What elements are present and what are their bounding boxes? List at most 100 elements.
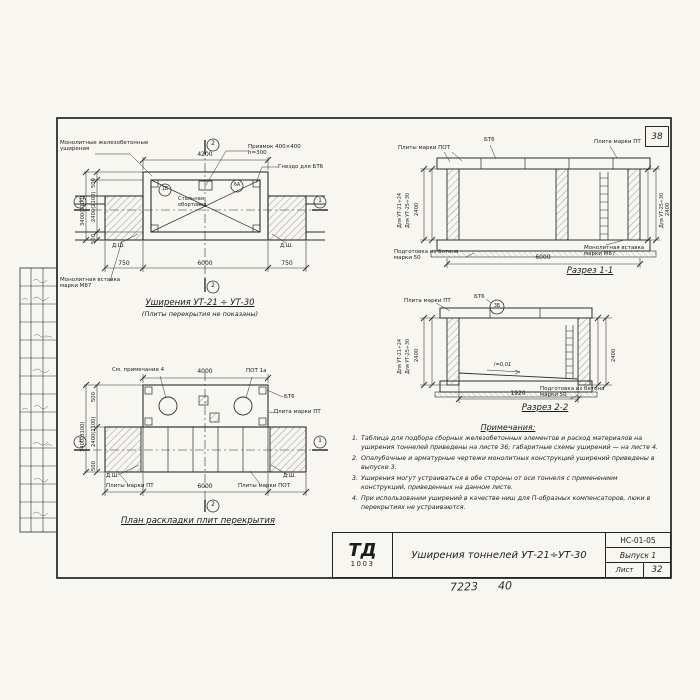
plan-title: Уширения УТ-21 ÷ УТ-30 [145, 298, 255, 308]
concrete-prep [430, 250, 657, 258]
slab-label: Плиты марки ПОТ [398, 145, 451, 151]
plan-socket-label: Гнездо для БТ6 [278, 164, 324, 170]
doc-number: НС-01-05 [606, 533, 670, 548]
hatch-square [198, 395, 209, 406]
note-number: 4. [352, 495, 359, 502]
prep-note: Подготовка из бетона марки 50 [394, 249, 459, 262]
dim-label: 6000 [535, 254, 551, 261]
tunnel-wall-hatch [267, 195, 307, 241]
section-mark [73, 195, 87, 209]
section-mark [206, 280, 220, 294]
dim-label: 2400 [665, 202, 671, 216]
slab-label: Плиты марки ПОТ [238, 483, 291, 489]
signature-scribbles [21, 278, 53, 516]
sheet-word: Лист [606, 563, 644, 577]
note-text: При использовании уширений в качестве ни… [361, 495, 651, 511]
sheet-number-top: 38 [651, 131, 663, 142]
signature-strip [19, 267, 58, 533]
plan-pit-label: Приямок 400×400 h=300 [248, 144, 301, 157]
joint-label: Д.Ш. [112, 243, 125, 249]
concrete-prep [434, 391, 598, 398]
prep-note: Подготовка из бетона марки 50 [540, 386, 605, 399]
detail-mark-label: 6А [233, 183, 241, 188]
section-mark-label: 1 [78, 437, 82, 444]
section-title: Разрез 1-1 [566, 266, 614, 276]
wall-hatch [446, 317, 460, 386]
note-text: Уширения могут устраиваться в обе сторон… [361, 475, 618, 491]
slab-label: Плита марки ПТ [594, 139, 641, 145]
handwritten-number: 40 [497, 579, 513, 593]
bt6-label: БТ6 [474, 294, 485, 300]
dim-label: 750 [281, 260, 293, 267]
dim-label: 4200 [197, 151, 213, 158]
drawing-title: Уширения тоннелей УТ-21÷УТ-30 [393, 533, 606, 577]
wall-hatch [446, 168, 460, 241]
see-note-label: См. примечание 4 [112, 367, 165, 373]
dim-label: 2400 [611, 348, 617, 362]
joint-label: Д.Ш. [106, 473, 119, 479]
note-item: 1.Таблица для подбора сборных железобето… [352, 435, 664, 452]
sloped-floor [458, 372, 579, 380]
section-mark-label: 1 [318, 197, 322, 204]
type-range-label: Для УТ-25÷30 [406, 338, 411, 374]
type-range-label: Для УТ-21÷24 [398, 192, 403, 228]
note-item: 4.При использовании уширений в качестве … [352, 495, 664, 512]
dim-label: 2400(2100) [91, 191, 97, 222]
note-number: 3. [352, 475, 359, 482]
plan-note-insert: Монолитная вставка марки М87 [60, 277, 121, 290]
notes-list: 1.Таблица для подбора сборных железобето… [352, 435, 664, 512]
insert-note: Монолитная вставка марки М87 [584, 245, 645, 258]
slope-label: i=0,01 [494, 362, 512, 368]
dim-label: 750 [118, 260, 130, 267]
detail-mark [158, 183, 172, 197]
section-1-1 [420, 144, 660, 268]
bt6-label: БТ6 [284, 394, 295, 400]
note-number: 1. [352, 435, 359, 442]
section-mark-label: 2 [211, 282, 215, 289]
dim-label: 2400 [414, 202, 420, 216]
dim-label: 4000 [197, 368, 213, 375]
dim-label: 500 [91, 178, 97, 188]
joint-label: Д.Ш. [280, 243, 293, 249]
slab-label: Плита марки ПТ [274, 409, 321, 415]
type-range-label: Для УТ-21÷24 [398, 338, 403, 374]
title-block-right: НС-01-05 Выпуск 1 Лист 32 [606, 533, 670, 577]
logo-text: ТД [348, 540, 377, 561]
type-range-label: Для УТ-25÷30 [406, 192, 411, 228]
pit-plan [198, 180, 213, 191]
section-mark [313, 435, 327, 449]
wall-hatch [577, 317, 591, 386]
wall-hatch [627, 168, 641, 241]
note-number: 2. [352, 455, 359, 462]
notes-block: Примечания: 1.Таблица для подбора сборны… [352, 423, 664, 515]
org-logo: ТД 1003 [333, 533, 393, 577]
handwritten-marks: 7223 40 [450, 579, 512, 594]
detail-mark [230, 179, 244, 193]
insert-hatch [269, 426, 307, 473]
section-mark [73, 435, 87, 449]
ladder [565, 325, 574, 378]
tunnel-wall-hatch [104, 195, 144, 241]
section-mark [206, 138, 220, 152]
dim-label: 500 [91, 461, 97, 471]
issue-label: Выпуск 1 [606, 548, 670, 563]
note-item: 3.Уширения могут устраиваться в обе стор… [352, 475, 664, 492]
wall-hatch [555, 168, 569, 241]
title-block: ТД 1003 Уширения тоннелей УТ-21÷УТ-30 НС… [332, 532, 671, 578]
dim-label: 2400 [414, 348, 420, 362]
manhole [233, 396, 253, 416]
detail-mark [489, 299, 505, 315]
detail-mark-label: 1Б [161, 187, 169, 192]
dim-label: 1920 [510, 390, 526, 397]
plan-steel-edging-label: Стальная обортовка [178, 196, 207, 208]
slab-label: Плиты марки ПТ [106, 483, 154, 489]
dim-label: 500 [91, 234, 97, 244]
note-text: Опалубочные и арматурные чертежи монолит… [361, 455, 655, 471]
plan-note-widening: Монолитные железобетонные уширения [60, 140, 149, 153]
joint-label: Д.Ш. [283, 473, 296, 479]
logo-number: 1003 [350, 560, 375, 568]
ladder [599, 172, 609, 240]
manhole [158, 396, 178, 416]
